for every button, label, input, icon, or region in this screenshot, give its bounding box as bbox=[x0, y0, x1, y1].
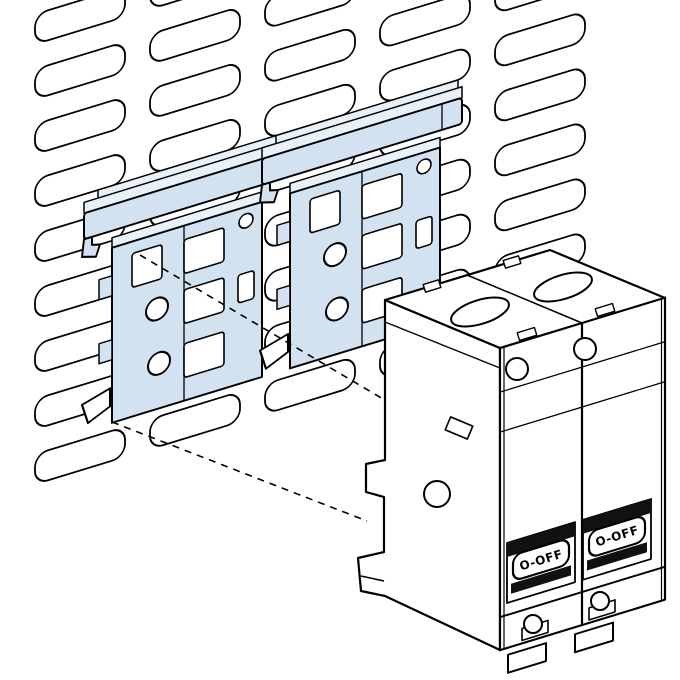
panel-slot bbox=[264, 0, 356, 30]
panel-slot bbox=[34, 0, 126, 46]
terminal-screw bbox=[523, 614, 543, 634]
panel-slot bbox=[149, 5, 241, 66]
breaker-top-tab bbox=[422, 279, 442, 293]
panel-slot bbox=[379, 0, 471, 50]
breaker-front-hole bbox=[505, 357, 529, 381]
toggle-switch-left bbox=[511, 539, 571, 580]
breaker-front-face bbox=[498, 296, 667, 674]
breaker-front-hole bbox=[573, 337, 597, 361]
panel-slot bbox=[494, 0, 586, 15]
breaker-side-face bbox=[356, 298, 502, 652]
breaker-side-hole bbox=[423, 480, 451, 508]
panel-slot bbox=[34, 425, 126, 486]
panel-slot bbox=[149, 60, 241, 121]
panel-slot bbox=[264, 355, 356, 415]
panel-slot bbox=[494, 175, 586, 235]
breaker-top-tab bbox=[594, 302, 616, 318]
alignment-dashed-line-lower bbox=[111, 421, 368, 522]
breaker-top-tab bbox=[516, 326, 538, 342]
terminal-screw bbox=[590, 591, 610, 611]
breaker-top-terminal-opening bbox=[533, 271, 593, 303]
breaker-side-window bbox=[444, 416, 474, 440]
breaker-top-tab bbox=[502, 255, 522, 269]
panel-slot bbox=[494, 65, 586, 125]
bottom-terminal-lug bbox=[574, 621, 614, 654]
panel-slot bbox=[34, 95, 126, 156]
toggle-switch-right bbox=[587, 515, 647, 557]
circuit-breaker: O-OFF O-OFF bbox=[356, 248, 667, 674]
panel-slot bbox=[34, 40, 126, 101]
din-clip-line bbox=[360, 575, 385, 582]
panel-slot bbox=[149, 0, 241, 11]
breaker-top-terminal-opening bbox=[450, 296, 510, 328]
panel-slot bbox=[494, 10, 586, 70]
alignment-dashed-line-upper bbox=[139, 254, 384, 400]
panel-slot bbox=[494, 120, 586, 180]
bottom-terminal-lug bbox=[507, 642, 547, 674]
panel-slot bbox=[264, 25, 356, 85]
